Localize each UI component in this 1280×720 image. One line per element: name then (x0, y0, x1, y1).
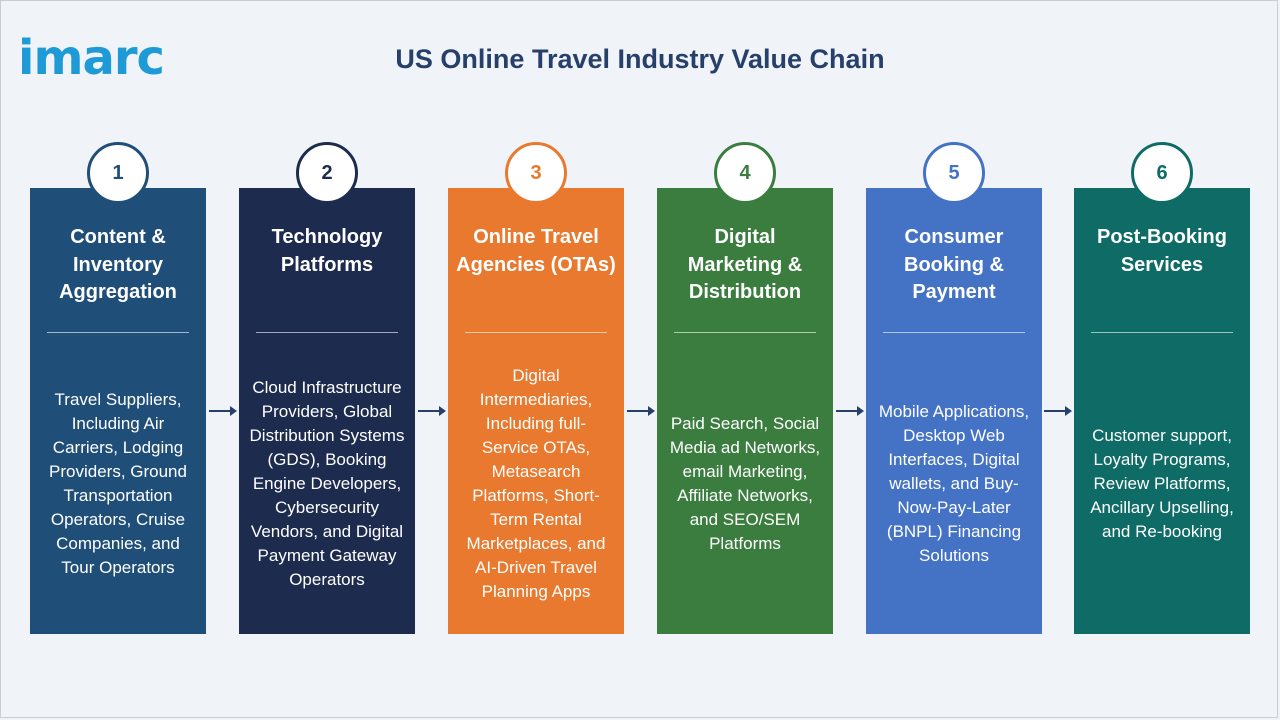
page-title: US Online Travel Industry Value Chain (395, 44, 885, 74)
imarc-logo: imarc (18, 30, 165, 86)
stage-title: Post-Booking Services (1097, 226, 1227, 276)
stage-title: Online Travel Agencies (OTAs) (456, 226, 616, 276)
stage-number-badge: 5 (923, 142, 985, 204)
stage-title: Consumer Booking & Payment (904, 226, 1004, 303)
stage-number-badge: 1 (87, 142, 149, 204)
stage-number-badge: 3 (505, 142, 567, 204)
stage-description: Cloud Infrastructure Providers, Global D… (249, 378, 405, 589)
stage-title: Technology Platforms (271, 226, 383, 276)
stage-card-2: 2 Technology Platforms Cloud Infrastruct… (239, 142, 415, 634)
stage-description: Digital Intermediaries, Including full-S… (466, 366, 606, 601)
stage-divider (256, 332, 398, 333)
stage-title: Digital Marketing & Distribution (687, 226, 803, 303)
stage-card-3: 3 Online Travel Agencies (OTAs) Digital … (448, 142, 624, 634)
stage-divider (1091, 332, 1233, 333)
stage-description: Travel Suppliers, Including Air Carriers… (49, 390, 187, 577)
arrow-right-icon (627, 406, 655, 416)
stage-card-1: 1 Content & Inventory Aggregation Travel… (30, 142, 206, 634)
stage-number-badge: 6 (1131, 142, 1193, 204)
stage-description: Paid Search, Social Media ad Networks, e… (669, 414, 821, 553)
stage-number-badge: 2 (296, 142, 358, 204)
stage-divider (674, 332, 816, 333)
stage-number-badge: 4 (714, 142, 776, 204)
stage-title: Content & Inventory Aggregation (59, 226, 177, 303)
arrow-right-icon (418, 406, 446, 416)
stage-card-6: 6 Post-Booking Services Customer support… (1074, 142, 1250, 634)
stage-card-4: 4 Digital Marketing & Distribution Paid … (657, 142, 833, 634)
stage-description: Customer support, Loyalty Programs, Revi… (1090, 426, 1234, 541)
stage-divider (47, 332, 189, 333)
arrow-right-icon (209, 406, 237, 416)
stage-card-5: 5 Consumer Booking & Payment Mobile Appl… (866, 142, 1042, 634)
arrow-right-icon (1044, 406, 1072, 416)
stage-description: Mobile Applications, Desktop Web Interfa… (878, 402, 1030, 565)
arrow-right-icon (836, 406, 864, 416)
stage-divider (465, 332, 607, 333)
stage-divider (883, 332, 1025, 333)
